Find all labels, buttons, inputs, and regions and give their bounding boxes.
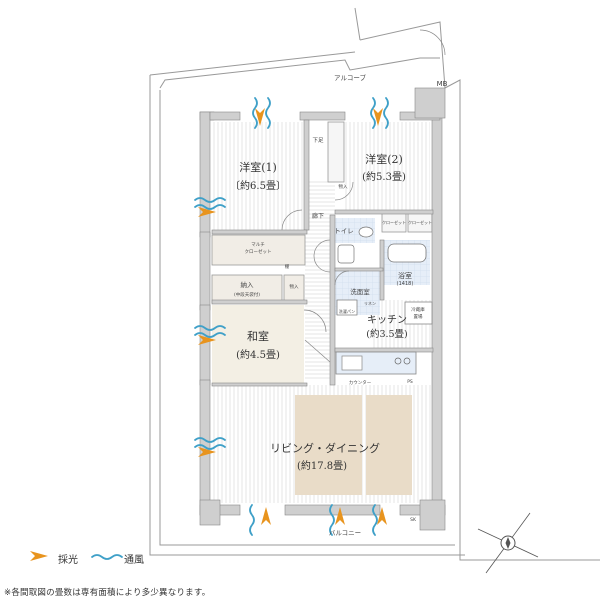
- walls: [199, 87, 446, 531]
- rack-label: 棚: [285, 263, 290, 270]
- fridge-label-2: 置場: [414, 313, 423, 320]
- legend-wind-label: 通風: [124, 555, 144, 566]
- washroom-label: 洗面室: [350, 287, 370, 296]
- fridge-space: [404, 301, 433, 325]
- ldk-size: (約17.8畳): [297, 459, 347, 472]
- bath-name: 浴室: [398, 271, 412, 280]
- mb-label: MB: [437, 80, 448, 88]
- multi-storage: [211, 234, 306, 266]
- wind-legend-icon: [91, 554, 123, 560]
- footnote: ※各間取図の畳数は専有面積により多少異なります。: [4, 588, 211, 598]
- small-storage-label: 物入: [290, 283, 299, 290]
- light-legend-icon: [30, 551, 48, 561]
- alcove-label: アルコーブ: [334, 73, 366, 82]
- multi-storage-label: マルチ: [251, 242, 265, 248]
- japanese-room-size: (約4.5畳): [236, 348, 280, 361]
- bath-size: (1418): [397, 281, 414, 287]
- japanese-room-name: 和室: [247, 329, 269, 343]
- multi-storage-label-2: クローゼット: [245, 248, 272, 255]
- washing-pan: [336, 299, 358, 316]
- sk-label: SK: [410, 517, 417, 523]
- western-room-2-size: (約5.3畳): [362, 170, 406, 183]
- bathtub: [387, 243, 427, 263]
- rug-right: [366, 395, 412, 495]
- japanese-room-floor: [212, 305, 304, 383]
- fridge-label: 冷蔵庫: [411, 306, 425, 313]
- closet-storage: [211, 274, 283, 304]
- kitchen-name: キッチン: [367, 314, 407, 326]
- wash-pan-label: 洗濯パン: [339, 308, 355, 314]
- shoes-label: 下足: [312, 137, 324, 144]
- toilet-label: トイレ: [334, 227, 354, 235]
- western-room-1-name: 洋室(1): [239, 160, 277, 174]
- western-room-1-floor: [212, 122, 304, 230]
- counter-label: カウンター: [349, 379, 372, 386]
- compass-icon: [477, 512, 539, 574]
- linen-label: リネン: [364, 300, 376, 306]
- stove-burner: [403, 357, 411, 365]
- closet-b-label: クローゼット: [408, 219, 432, 225]
- closet-a-label: クローゼット: [382, 219, 406, 225]
- sink: [341, 355, 363, 371]
- storage-label: 納入: [241, 280, 255, 289]
- legend-light-label: 採光: [58, 555, 78, 566]
- western-room-2-name: 洋室(2): [365, 152, 403, 166]
- kitchen-size: (約3.5畳): [366, 328, 408, 340]
- wash-basin: [337, 244, 355, 264]
- small-storage-label-2: 物入: [339, 183, 348, 190]
- western-room-2-floor: [345, 122, 430, 210]
- western-room-1-size: 〔約6.5畳〕: [230, 179, 286, 192]
- shoe-cabinet: [327, 121, 345, 183]
- doors: [281, 29, 446, 363]
- stove-burner: [394, 357, 402, 365]
- storage-note: (中段天袋付): [234, 291, 260, 298]
- ldk-name: リビング・ダイニング: [270, 441, 380, 455]
- balcony-label: バルコニー: [329, 529, 361, 537]
- building-outline: [149, 7, 600, 561]
- rug-left: [295, 395, 362, 495]
- hallway-label: 廊下: [312, 212, 324, 220]
- toilet-bowl: [358, 226, 374, 238]
- ps-label: PS: [407, 379, 413, 385]
